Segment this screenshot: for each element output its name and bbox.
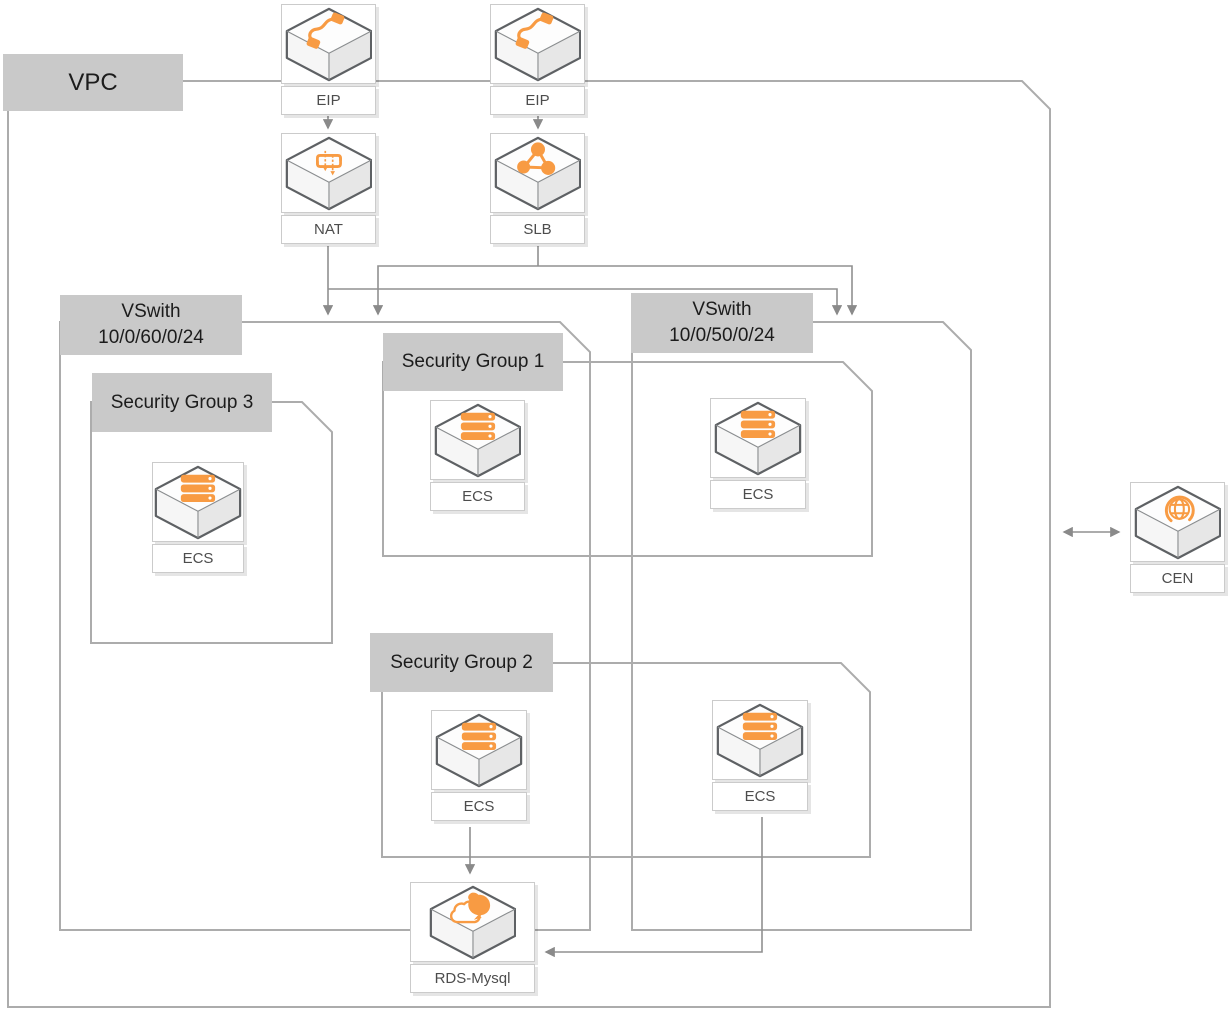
vswitch-left-name: VSwith bbox=[121, 301, 181, 322]
slb-node: SLB bbox=[490, 133, 585, 244]
eip-right-node: EIP bbox=[490, 4, 585, 115]
server-stack-icon[interactable] bbox=[431, 710, 527, 790]
nat-node: NAT bbox=[281, 133, 376, 244]
connector-nat-to-vswitch-right bbox=[328, 288, 843, 316]
vpc-label[interactable]: VPC bbox=[3, 54, 183, 111]
eip-left-node: EIP bbox=[281, 4, 376, 115]
cen-label: CEN bbox=[1130, 564, 1225, 593]
eip-icon[interactable] bbox=[490, 4, 585, 84]
ecs-label: ECS bbox=[430, 482, 525, 511]
server-stack-icon[interactable] bbox=[152, 462, 244, 542]
vswitch-left-label[interactable]: VSwith 10/0/60/0/24 bbox=[60, 295, 242, 355]
rds-mysql-node: RDS-Mysql bbox=[410, 882, 535, 993]
eip-left-label: EIP bbox=[281, 86, 376, 115]
vswitch-right-name: VSwith bbox=[692, 299, 752, 320]
connector-slb-to-vswitch-right bbox=[538, 265, 858, 316]
slb-label: SLB bbox=[490, 215, 585, 244]
ecs-sg2-node: ECS bbox=[431, 710, 527, 821]
vswitch-left-border bbox=[59, 321, 591, 931]
cen-node: CEN bbox=[1130, 482, 1225, 593]
vpc-label-text: VPC bbox=[68, 68, 118, 96]
load-balancer-icon[interactable] bbox=[490, 133, 585, 213]
security-group-2-text: Security Group 2 bbox=[390, 651, 533, 673]
nat-gateway-icon[interactable] bbox=[281, 133, 376, 213]
vswitch-left-cidr: 10/0/60/0/24 bbox=[98, 327, 204, 348]
security-group-1-label[interactable]: Security Group 1 bbox=[383, 333, 563, 391]
ecs-label: ECS bbox=[712, 782, 808, 811]
globe-network-icon[interactable] bbox=[1130, 482, 1225, 562]
server-stack-icon[interactable] bbox=[430, 400, 525, 480]
ecs-label: ECS bbox=[152, 544, 244, 573]
connector-ecs-right-to-rds bbox=[544, 817, 763, 958]
security-group-2-border bbox=[381, 662, 871, 858]
mysql-cloud-icon[interactable] bbox=[410, 882, 535, 962]
server-stack-icon[interactable] bbox=[710, 398, 806, 478]
vswitch-right-cidr: 10/0/50/0/24 bbox=[669, 325, 775, 346]
vpc-border bbox=[7, 80, 1051, 1008]
ecs-sg3-node: ECS bbox=[152, 462, 244, 573]
vswitch-right-label[interactable]: VSwith 10/0/50/0/24 bbox=[631, 293, 813, 353]
server-stack-icon[interactable] bbox=[712, 700, 808, 780]
security-group-2-label[interactable]: Security Group 2 bbox=[370, 633, 553, 692]
ecs-label: ECS bbox=[431, 792, 527, 821]
connector-slb-to-vswitch-left bbox=[372, 265, 538, 316]
rds-label: RDS-Mysql bbox=[410, 964, 535, 993]
security-group-1-border bbox=[382, 361, 873, 557]
eip-right-label: EIP bbox=[490, 86, 585, 115]
ecs-sg1-node: ECS bbox=[430, 400, 525, 511]
eip-icon[interactable] bbox=[281, 4, 376, 84]
security-group-3-text: Security Group 3 bbox=[110, 391, 254, 413]
ecs-label: ECS bbox=[710, 480, 806, 509]
ecs-vswitch-right-bottom-node: ECS bbox=[712, 700, 808, 811]
vswitch-right-border bbox=[631, 321, 972, 931]
security-group-1-text: Security Group 1 bbox=[401, 351, 545, 372]
ecs-vswitch-right-top-node: ECS bbox=[710, 398, 806, 509]
nat-label: NAT bbox=[281, 215, 376, 244]
security-group-3-label[interactable]: Security Group 3 bbox=[92, 373, 272, 432]
